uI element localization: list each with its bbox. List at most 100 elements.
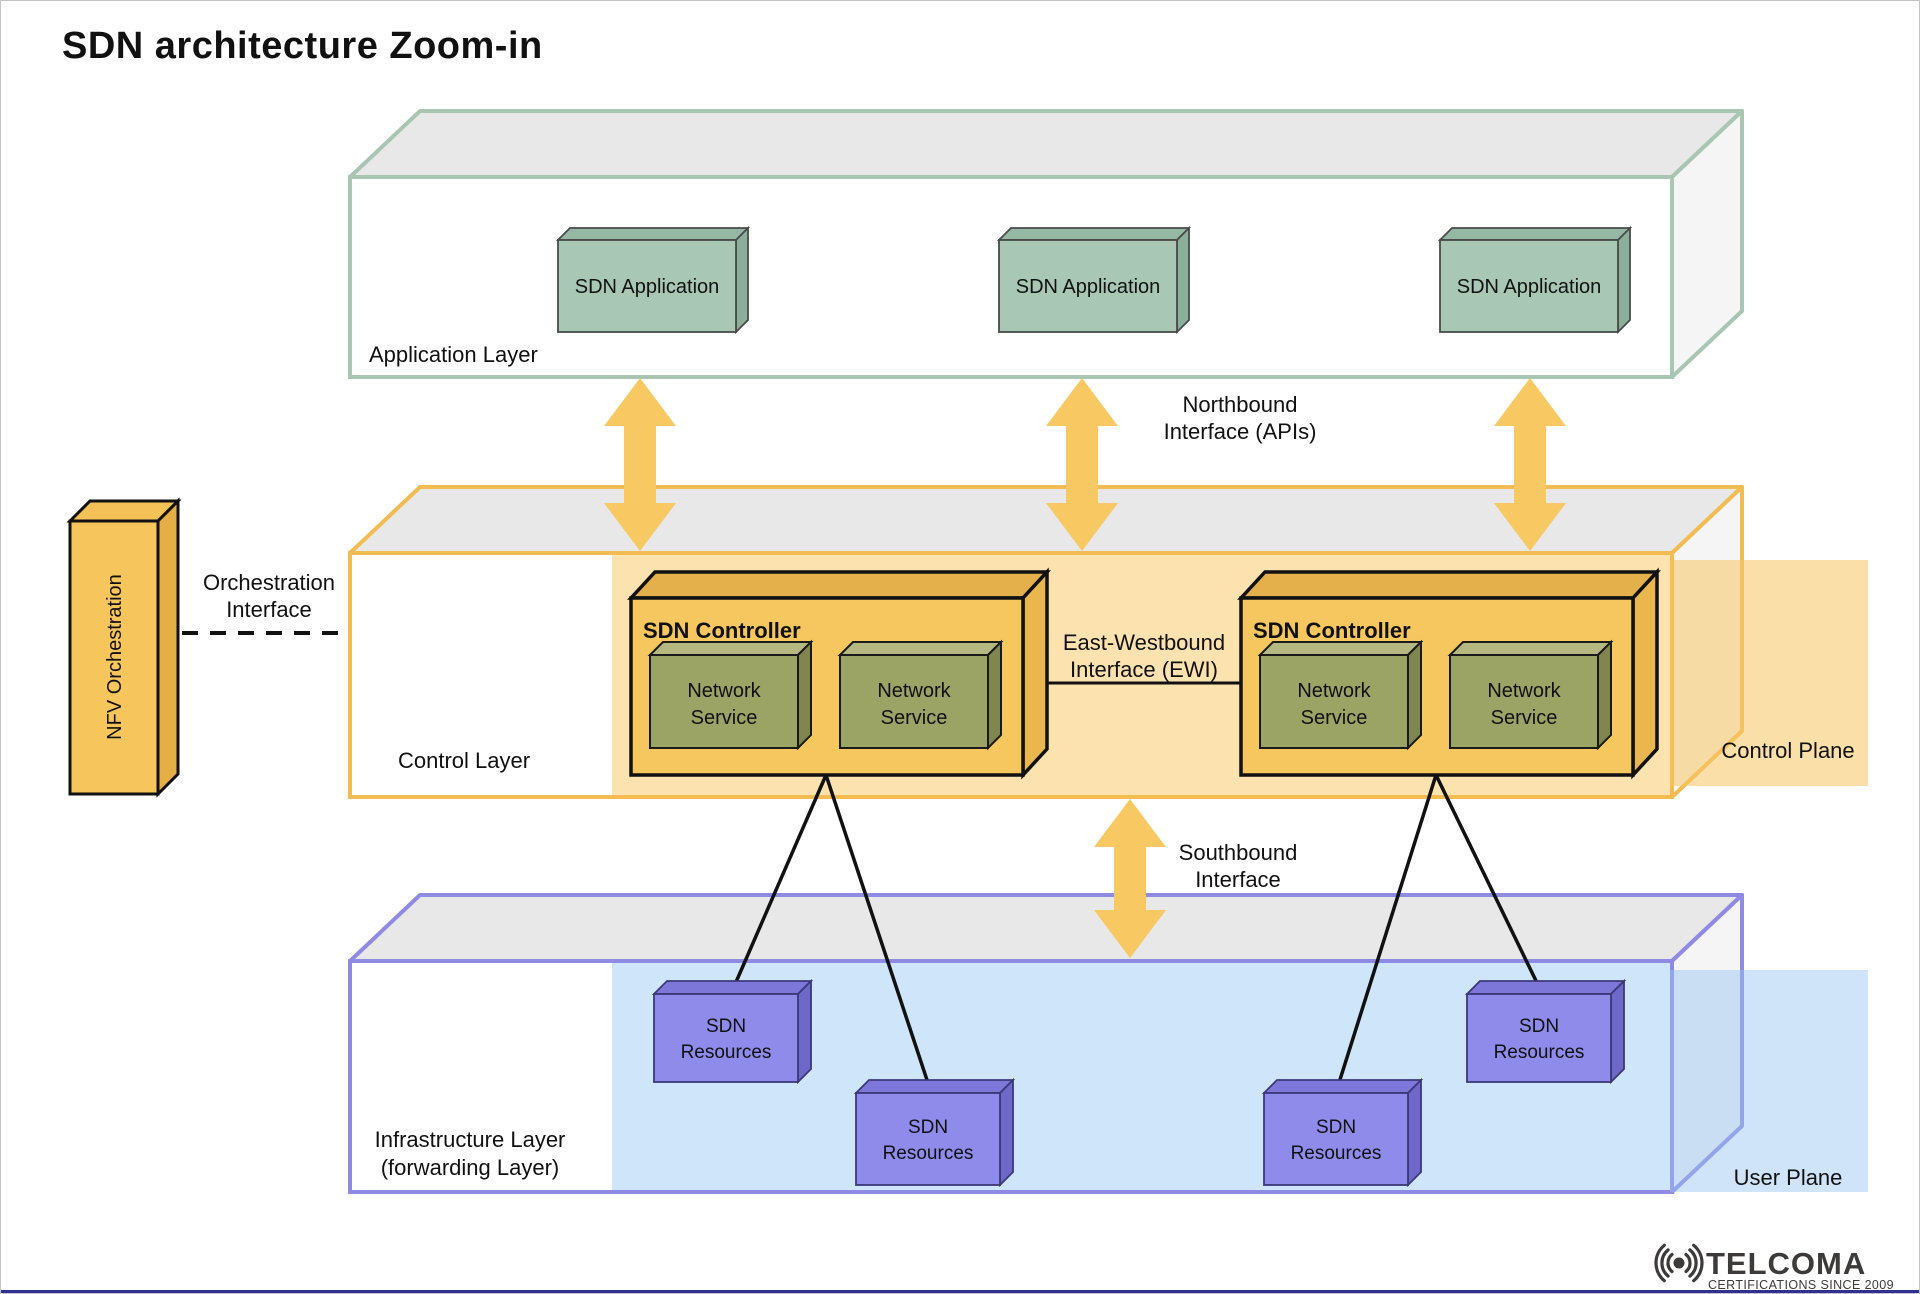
sdn-application-2-label: SDN Application [1016, 276, 1161, 298]
sdn-resources-4-side [1610, 978, 1625, 1085]
link-controller1-resource1 [731, 774, 828, 990]
sdn-controller-1-label: SDN Controller [643, 618, 801, 643]
network-service-2-front [839, 654, 989, 749]
signal-arc-left-3 [1654, 1243, 1666, 1283]
control-plane-overlay [1670, 560, 1868, 786]
sdn-controller-1: SDN Controller Network Service Network S… [627, 567, 1051, 780]
signal-waves-icon [1654, 1243, 1704, 1283]
sdn-resources-2-side [999, 1077, 1014, 1188]
sdn-application-2-front [998, 239, 1178, 333]
northbound-label-line2: Interface (APIs) [1164, 419, 1317, 444]
network-service-1-side [797, 639, 812, 751]
nfv-side [156, 497, 180, 798]
sdn-resources-3-line2: Resources [1291, 1143, 1382, 1164]
signal-arc-right-1 [1684, 1252, 1692, 1274]
northbound-interface-label: Northbound Interface (APIs) [1164, 392, 1317, 444]
network-service-3-side [1407, 639, 1422, 751]
network-service-box-1: Network Service [647, 639, 814, 751]
ewi-label-line1: East-Westbound [1063, 630, 1225, 655]
network-service-1-line1: Network [687, 680, 761, 702]
link-controller2-resource3 [1336, 774, 1438, 1087]
network-service-4-top [1447, 641, 1614, 656]
sdn-resources-box-4: SDN Resources [1464, 978, 1627, 1085]
infrastructure-layer-label-line1: Infrastructure Layer [375, 1127, 566, 1152]
application-layer-top-face [348, 109, 1744, 179]
sdn-resources-1-top [651, 980, 814, 995]
network-service-box-3: Network Service [1257, 639, 1424, 751]
nfv-front [68, 519, 160, 796]
sdn-application-box-3: SDN Application [1437, 225, 1633, 335]
sdn-application-3-front [1439, 239, 1619, 333]
orchestration-interface-label: Orchestration Interface [203, 570, 335, 622]
southbound-label-line2: Interface [1195, 867, 1281, 892]
sdn-controller-2: SDN Controller Network Service Network S… [1237, 567, 1661, 780]
ewi-label-line2: Interface (EWI) [1070, 657, 1218, 682]
link-controller2-resource4 [1434, 774, 1542, 990]
sdn-resources-4-line1: SDN [1519, 1016, 1559, 1037]
signal-arc-left-2 [1660, 1248, 1670, 1278]
southbound-arrow [1094, 799, 1166, 958]
sdn-resources-1-line2: Resources [681, 1042, 772, 1063]
sdn-resources-2-top [853, 1079, 1016, 1094]
control-layer-label: Control Layer [398, 748, 530, 773]
east-westbound-interface-label: East-Westbound Interface (EWI) [1063, 630, 1225, 682]
sdn-resources-box-3: SDN Resources [1261, 1077, 1424, 1188]
sdn-application-1-top [555, 227, 751, 241]
network-service-4-side [1597, 639, 1612, 751]
signal-arc-right-3 [1692, 1243, 1704, 1283]
sdn-resources-2-front [855, 1092, 1001, 1186]
southbound-interface-label: Southbound Interface [1179, 840, 1298, 892]
sdn-application-1-side [735, 225, 749, 335]
controller-resource-links [731, 774, 1542, 1087]
network-service-1-front [649, 654, 799, 749]
network-service-1-line2: Service [691, 707, 758, 729]
logo-tagline: CERTIFICATIONS SINCE 2009 [1708, 1278, 1894, 1292]
sdn-controller-1-top [627, 570, 1051, 600]
sdn-application-box-2: SDN Application [996, 225, 1192, 335]
sdn-resources-box-2: SDN Resources [853, 1077, 1016, 1188]
sdn-application-1-label: SDN Application [575, 276, 720, 298]
network-service-3-line2: Service [1301, 707, 1368, 729]
telcoma-logo: TELCOMA CERTIFICATIONS SINCE 2009 [1654, 1243, 1894, 1292]
network-service-2-side [987, 639, 1002, 751]
sdn-application-1-front [557, 239, 737, 333]
northbound-arrow-1 [604, 378, 676, 551]
sdn-application-box-1: SDN Application [555, 225, 751, 335]
orchestration-label-line2: Interface [226, 597, 312, 622]
sdn-resources-1-front [653, 993, 799, 1083]
network-service-box-4: Network Service [1447, 639, 1614, 751]
page-title: SDN architecture Zoom-in [62, 25, 543, 67]
sdn-controller-2-top [1237, 570, 1661, 600]
orchestration-label-line1: Orchestration [203, 570, 335, 595]
infrastructure-layer-top-face [348, 893, 1744, 963]
network-service-4-front [1449, 654, 1599, 749]
logo-name: TELCOMA [1706, 1246, 1866, 1281]
sdn-resources-3-front [1263, 1092, 1409, 1186]
sdn-application-2-top [996, 227, 1192, 241]
control-plane-label: Control Plane [1721, 738, 1854, 763]
infrastructure-layer-label-line2: (forwarding Layer) [381, 1155, 560, 1180]
sdn-application-2-side [1176, 225, 1190, 335]
signal-arc-right-2 [1688, 1248, 1698, 1278]
sdn-resources-4-line2: Resources [1494, 1042, 1585, 1063]
user-plane-overlay [1670, 970, 1868, 1192]
network-service-3-front [1259, 654, 1409, 749]
sdn-controller-1-side [1021, 567, 1049, 780]
nfv-label: NFV Orchestration [104, 574, 126, 740]
network-service-2-line1: Network [877, 680, 951, 702]
sdn-resources-3-side [1407, 1077, 1422, 1188]
link-controller1-resource2 [824, 774, 931, 1087]
network-service-3-line1: Network [1297, 680, 1371, 702]
network-service-2-line2: Service [881, 707, 948, 729]
sdn-controller-2-side [1631, 567, 1659, 780]
sdn-resources-3-line1: SDN [1316, 1117, 1356, 1138]
sdn-resources-3-top [1261, 1079, 1424, 1094]
sdn-resources-1-line1: SDN [706, 1016, 746, 1037]
network-service-4-line1: Network [1487, 680, 1561, 702]
northbound-arrows [604, 378, 1566, 551]
sdn-resources-4-front [1466, 993, 1612, 1083]
signal-arc-left-1 [1666, 1252, 1674, 1274]
network-service-2-top [837, 641, 1004, 656]
